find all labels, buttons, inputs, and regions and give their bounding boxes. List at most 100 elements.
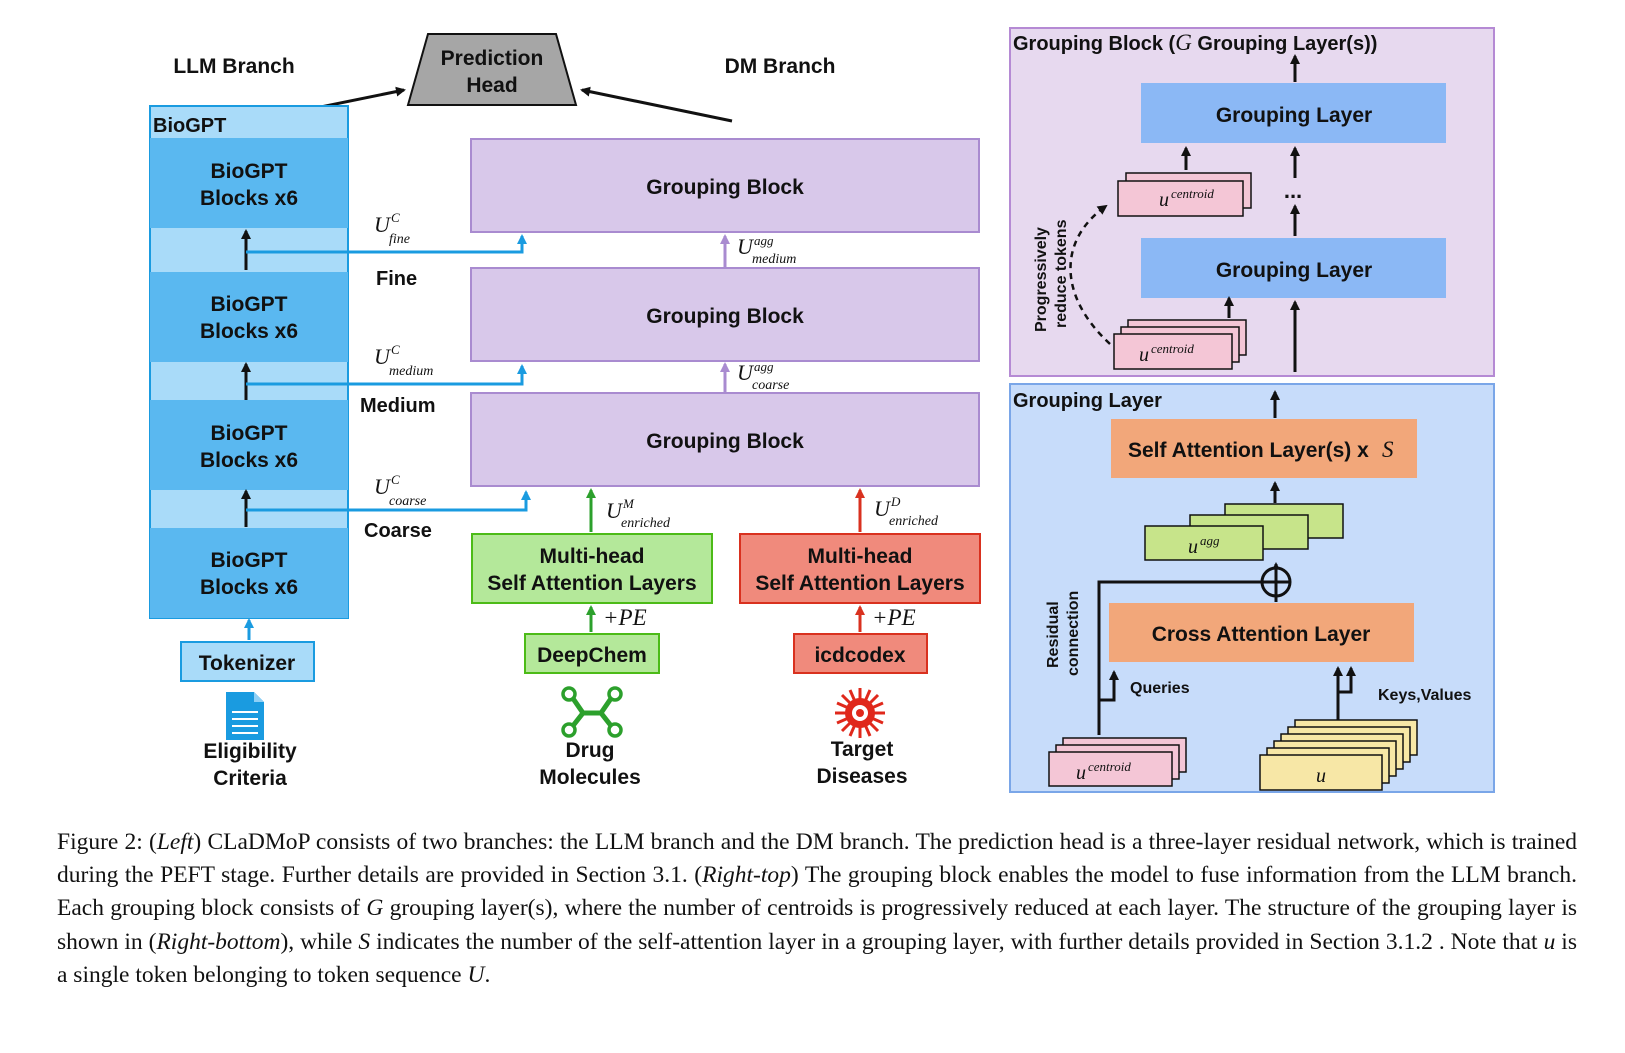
svg-text:U: U	[374, 212, 392, 237]
svg-text:Self Attention Layers: Self Attention Layers	[755, 572, 964, 595]
svg-text:DeepChem: DeepChem	[537, 644, 647, 667]
caption-text: ), while	[280, 928, 359, 955]
svg-text:coarse: coarse	[752, 378, 789, 393]
deepchem-box: DeepChem	[524, 633, 660, 674]
residual-label-2: connection	[1065, 591, 1082, 676]
icdcodex-box: icdcodex	[793, 633, 928, 674]
agg-stack: u agg	[1144, 503, 1344, 561]
biogpt-block-1-line1: BioGPT	[211, 160, 288, 183]
grouping-block-fine: Grouping Block	[470, 138, 980, 233]
architecture-diagram: LLM Branch DM Branch Prediction Head Bio…	[149, 27, 1495, 793]
mhsa-green-box: Multi-head Self Attention Layers	[471, 533, 713, 604]
eligibility-label-1: Eligibility	[203, 740, 297, 763]
svg-text:U: U	[606, 498, 624, 523]
values-arrow	[1336, 666, 1356, 720]
svg-text:agg: agg	[754, 359, 774, 374]
gb-ellipsis: ...	[1284, 178, 1302, 203]
caption-g-symbol: G	[366, 895, 384, 922]
virus-icon	[835, 688, 885, 738]
caption-text: indicates the number of the self-attenti…	[370, 928, 1544, 955]
grouping-block-medium: Grouping Block	[470, 267, 980, 362]
biogpt-block-3-line1: BioGPT	[211, 422, 288, 445]
svg-text:D: D	[890, 494, 901, 509]
molecule-icon	[561, 686, 623, 738]
caption-big-u-symbol: U	[467, 961, 485, 988]
svg-text:Grouping Block: Grouping Block	[646, 430, 804, 453]
biogpt-label: BioGPT	[153, 115, 226, 137]
u-c-medium-label: U C medium	[374, 342, 433, 379]
prediction-head-label-1: Prediction	[441, 47, 544, 70]
biogpt-block-3: BioGPT Blocks x6	[150, 400, 348, 490]
svg-text:medium: medium	[752, 252, 796, 267]
grouping-block-panel	[1009, 27, 1495, 377]
drug-label-2: Molecules	[539, 766, 641, 789]
svg-text:U: U	[874, 496, 892, 521]
caption-text: is a single token belonging to token seq…	[57, 928, 1577, 988]
reduce-tokens-arrow	[1069, 204, 1111, 345]
figure-caption: Figure 2: (Left) CLaDMoP consists of two…	[57, 826, 1577, 992]
svg-text:u: u	[1159, 189, 1169, 211]
svg-text:C: C	[391, 342, 400, 357]
medium-connection	[246, 364, 527, 386]
tokenizer-label: Tokenizer	[199, 652, 295, 675]
svg-text:M: M	[622, 496, 635, 511]
cross-attention-box: Cross Attention Layer	[1109, 603, 1414, 662]
u-d-enriched-label: U D enriched	[874, 494, 939, 529]
queries-arrow	[1099, 670, 1119, 702]
dm-branch-title: DM Branch	[725, 55, 836, 78]
drug-label-1: Drug	[566, 739, 615, 762]
svg-text:agg: agg	[754, 233, 774, 248]
biogpt-block-4: BioGPT Blocks x6	[150, 528, 348, 618]
grouping-layer-bottom: Grouping Layer	[1141, 238, 1446, 298]
scale-medium-label: Medium	[360, 395, 436, 417]
svg-text:Grouping Block: Grouping Block	[646, 305, 804, 328]
target-label-1: Target	[831, 738, 894, 761]
pe-red-label: +PE	[872, 605, 916, 630]
residual-add-icon	[1260, 566, 1292, 598]
caption-right-top-emphasis: Right-top	[702, 862, 791, 889]
u-c-fine-label: U C fine	[374, 210, 410, 247]
caption-left-emphasis: Left	[156, 829, 194, 855]
grouping-block-coarse: Grouping Block	[470, 392, 980, 487]
svg-text:U: U	[737, 360, 755, 385]
svg-text:Self Attention Layer(s) x: Self Attention Layer(s) x	[1128, 439, 1369, 462]
caption-u-symbol: u	[1543, 928, 1556, 955]
pe-green-label: +PE	[603, 605, 647, 630]
coarse-connection	[246, 490, 531, 512]
centroid-stack-bottom: u centroid	[1113, 319, 1247, 370]
svg-text:C: C	[391, 472, 400, 487]
svg-text:centroid: centroid	[1151, 341, 1194, 356]
svg-text:agg: agg	[1200, 533, 1220, 548]
svg-text:u: u	[1188, 536, 1198, 558]
svg-text:fine: fine	[389, 232, 410, 247]
svg-text:Grouping Layer: Grouping Layer	[1216, 104, 1372, 127]
prediction-head	[406, 33, 578, 106]
svg-text:icdcodex: icdcodex	[814, 644, 905, 667]
biogpt-block-3-line2: Blocks x6	[200, 449, 298, 472]
svg-text:U: U	[374, 344, 392, 369]
svg-text:C: C	[391, 210, 400, 225]
token-input-stack: u	[1259, 719, 1418, 791]
svg-text:S: S	[1382, 437, 1394, 462]
u-agg-medium-label: U agg medium	[737, 233, 796, 267]
u-m-enriched-label: U M enriched	[606, 496, 671, 531]
biogpt-block-1-line2: Blocks x6	[200, 187, 298, 210]
residual-line	[1097, 580, 1262, 735]
dm-to-head-arrow	[580, 86, 733, 123]
tokenizer-box	[180, 641, 315, 682]
svg-text:Self Attention Layers: Self Attention Layers	[487, 572, 696, 595]
u-c-coarse-label: U C coarse	[374, 472, 426, 509]
svg-text:coarse: coarse	[389, 494, 426, 509]
mhsa-red-box: Multi-head Self Attention Layers	[739, 533, 981, 604]
svg-text:u: u	[1076, 762, 1086, 784]
document-icon	[226, 692, 264, 740]
svg-text:U: U	[737, 234, 755, 259]
biogpt-block-4-line2: Blocks x6	[200, 576, 298, 599]
queries-label: Queries	[1130, 680, 1190, 697]
biogpt-block-4-line1: BioGPT	[211, 549, 288, 572]
svg-text:Cross Attention Layer: Cross Attention Layer	[1152, 623, 1371, 646]
self-attention-box: Self Attention Layer(s) x S	[1111, 419, 1417, 478]
caption-text: ) CLaDMoP consists of two branches: the …	[57, 829, 1578, 889]
svg-text:U: U	[374, 474, 392, 499]
keys-values-label: Keys,Values	[1378, 687, 1472, 704]
